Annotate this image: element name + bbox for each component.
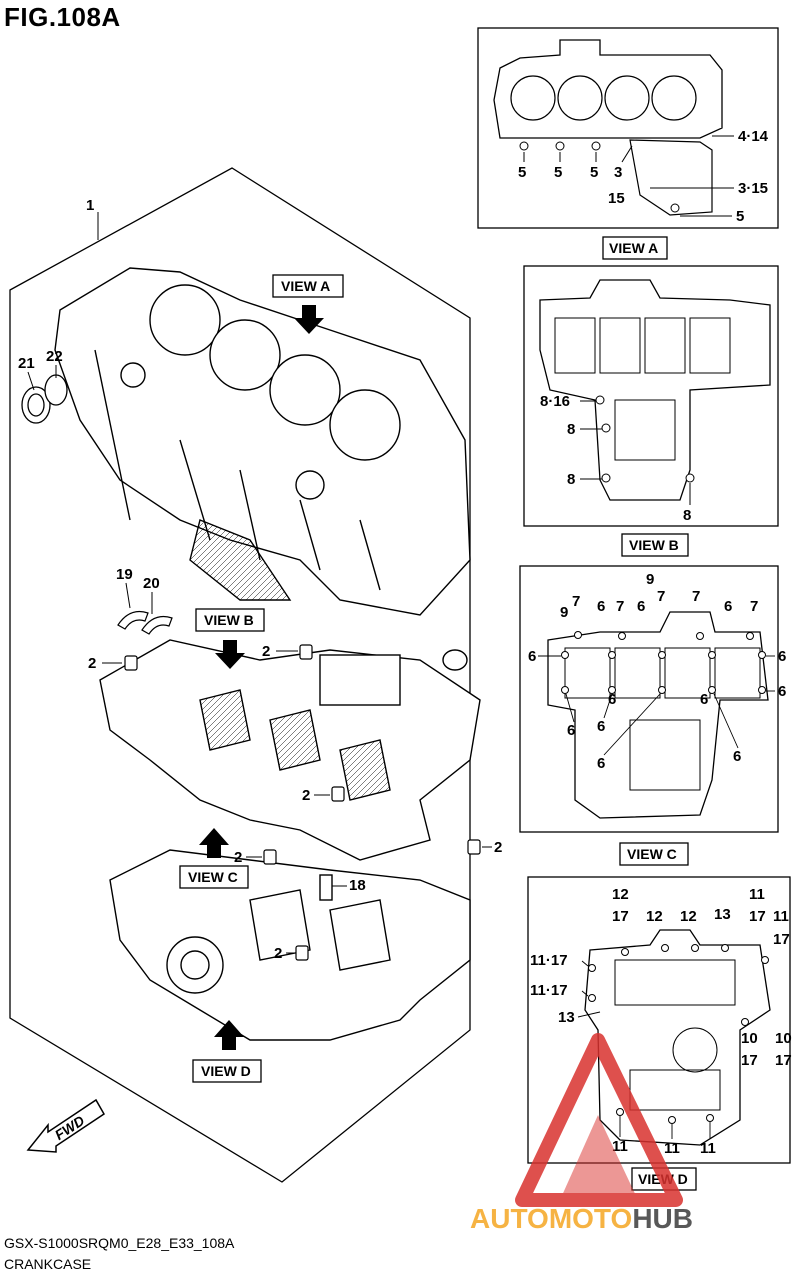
view-d-callout-13b: 13 [558, 1009, 575, 1026]
view-c-callout-6g: 6 [567, 722, 575, 739]
view-d-callout-12a: 12 [612, 886, 629, 903]
watermark-text-auto: AUTOMOTOHUB [470, 1203, 693, 1234]
main-view-tags: VIEW A VIEW B VIEW C VIEW D [179, 274, 344, 1083]
figure-title: FIG.108A [4, 2, 121, 32]
cylinder-bore-2 [209, 319, 281, 391]
view-b-callout-8b: 8 [567, 471, 575, 488]
view-a-callout-5a: 5 [518, 164, 526, 181]
view-d-callout-17c: 17 [773, 931, 790, 948]
view-arrows [199, 305, 324, 1050]
upper-crankcase [54, 267, 471, 616]
view-b-panel-label: VIEW B [629, 537, 679, 553]
view-c-callout-6i: 6 [597, 755, 605, 772]
view-c-callout-6f: 6 [778, 683, 786, 700]
view-c-callout-7b: 7 [616, 598, 624, 615]
watermark-part2: HUB [632, 1203, 693, 1234]
view-a-tag: VIEW A [281, 278, 330, 294]
view-d-callout-11e: 11 [700, 1140, 716, 1157]
view-c-callout-9b: 9 [560, 604, 568, 621]
figure-code: GSX-S1000SRQM0_E28_E33_108A [4, 1235, 235, 1251]
cylinder-bore-3 [269, 354, 341, 426]
view-d-callout-17a: 17 [612, 908, 629, 925]
middle-crankcase [99, 639, 481, 861]
view-d-callout-10b: 10 [775, 1030, 792, 1047]
view-d-callout-11d: 11 [664, 1140, 680, 1157]
view-d-callout-17d: 17 [741, 1052, 758, 1069]
callout-2e: 2 [494, 839, 502, 856]
view-d-callout-13a: 13 [714, 906, 731, 923]
view-a-callout-3: 3 [614, 164, 622, 181]
view-b-panel: 8·16 8 8 8 VIEW B [523, 265, 779, 557]
view-d-callout-17b: 17 [749, 908, 766, 925]
bearing-halves [117, 610, 173, 635]
view-a-callout-4-14: 4·14 [738, 128, 769, 145]
view-d-callout-11-17a: 11·17 [530, 952, 568, 969]
callout-2c: 2 [302, 787, 310, 804]
view-c-callout-6d: 6 [528, 648, 536, 665]
view-a-callout-3-15: 3·15 [738, 180, 768, 197]
view-c-callout-7c: 7 [657, 588, 665, 605]
view-c-callout-6a: 6 [597, 598, 605, 615]
drain-plug [21, 374, 68, 424]
view-a-callout-5d: 5 [736, 208, 744, 225]
cylinder-bore-4 [329, 389, 401, 461]
fwd-arrow: FWD [26, 1098, 105, 1153]
callout-1: 1 [86, 197, 94, 214]
view-d-callout-17e: 17 [775, 1052, 792, 1069]
view-d-callout-12b: 12 [646, 908, 663, 925]
main-callouts: 1 21 22 19 20 2 2 2 2 2 2 18 [18, 197, 502, 962]
callout-2b: 2 [262, 643, 270, 660]
view-c-callout-6c: 6 [724, 598, 732, 615]
view-d-callout-10a: 10 [741, 1030, 758, 1047]
watermark-logo: AUTOMOTOHUB [470, 1033, 693, 1234]
view-d-callout-11a: 11 [749, 886, 765, 903]
view-a-panel-label: VIEW A [609, 240, 658, 256]
lower-crankcase [109, 849, 471, 1041]
view-b-callout-8a: 8 [567, 421, 575, 438]
view-c-callout-7e: 7 [750, 598, 758, 615]
watermark-part1: AUTOMOTO [470, 1203, 632, 1234]
view-d-callout-12c: 12 [680, 908, 697, 925]
view-a-callout-15: 15 [608, 190, 625, 207]
view-c-panel-label: VIEW C [627, 846, 677, 862]
callout-20: 20 [143, 575, 160, 592]
view-c-callout-6j: 6 [733, 748, 741, 765]
callout-2a: 2 [88, 655, 96, 672]
view-d-callout-11c: 11 [612, 1138, 628, 1155]
callout-22: 22 [46, 348, 63, 365]
main-frame [9, 167, 471, 1183]
view-c-callout-7d: 7 [692, 588, 700, 605]
view-a-panel: 4·14 5 5 5 3 15 3·15 5 VIEW A [477, 27, 779, 260]
callout-2d: 2 [234, 849, 242, 866]
dowel-pins [124, 644, 481, 961]
view-c-callout-7a: 7 [572, 593, 580, 610]
callout-21: 21 [18, 355, 35, 372]
view-c-callout-6b: 6 [637, 598, 645, 615]
callout-18: 18 [349, 877, 366, 894]
view-c-tag: VIEW C [188, 869, 238, 885]
view-b-callout-8c: 8 [683, 507, 691, 524]
view-c-callout-9a: 9 [646, 571, 654, 588]
view-d-tag: VIEW D [201, 1063, 251, 1079]
callout-19: 19 [116, 566, 133, 583]
view-d-callout-11-17b: 11·17 [530, 982, 568, 999]
view-c-callout-6k: 6 [608, 691, 616, 708]
view-d-panel: 12 17 12 12 13 11 17 11 17 11·17 11·17 1… [527, 876, 792, 1191]
view-c-panel: 9 7 9 6 7 6 7 7 6 7 6 6 6 6 6 6 6 6 6 [519, 565, 786, 866]
view-c-callout-6h: 6 [597, 718, 605, 735]
view-b-tag: VIEW B [204, 612, 254, 628]
view-a-callout-5b: 5 [554, 164, 562, 181]
view-c-callout-6l: 6 [700, 691, 708, 708]
view-b-callout-8-16: 8·16 [540, 393, 570, 410]
view-d-callout-11b: 11 [773, 908, 789, 925]
view-a-callout-5c: 5 [590, 164, 598, 181]
figure-name: CRANKCASE [4, 1256, 92, 1272]
view-c-callout-6e: 6 [778, 648, 786, 665]
callout-2f: 2 [274, 945, 282, 962]
cylinder-bore-1 [149, 284, 221, 356]
